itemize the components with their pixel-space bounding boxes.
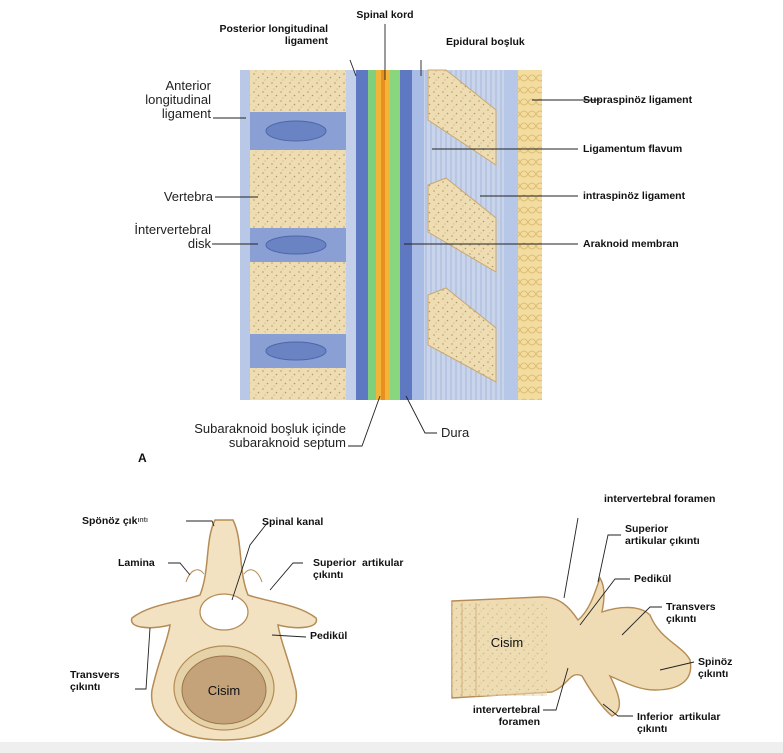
sagittal-section <box>240 70 542 400</box>
label-sponoz-cikinti: Spönöz çıkıntı <box>82 515 212 527</box>
label-ligamentum-flavum: Ligamentum flavum <box>583 143 733 155</box>
supraspinous-ligament-band <box>504 70 518 400</box>
vertebral-body <box>250 150 346 228</box>
panel-letter-a: A <box>138 452 158 464</box>
label-superior-artikular-cikinti-c: Superior artikular çıkıntı <box>625 523 755 547</box>
label-superior-artikular-cikinti: Superior artikular çıkıntı <box>313 557 433 581</box>
label-supraspinoz-ligament: Supraspinöz ligament <box>583 94 733 106</box>
label-spinoz-cikinti: Spinöz çıkıntı <box>698 656 768 680</box>
label-transvers-cikinti-c: Transvers çıkıntı <box>666 601 746 625</box>
label-epidural-bosluk: Epidural boşluk <box>446 36 566 48</box>
arachnoid-band <box>368 70 376 400</box>
label-spinal-kord: Spinal kord <box>343 9 427 21</box>
label-intraspinoz-ligament: intraspinöz ligament <box>583 190 733 202</box>
vertebral-body <box>250 70 346 112</box>
fat-layer <box>518 70 542 400</box>
bottom-strip <box>0 742 783 753</box>
label-vertebra: Vertebra <box>140 190 213 204</box>
label-intervertebral-foramen-bottom: intervertebral foramen <box>440 704 540 728</box>
dura-band <box>356 70 368 400</box>
label-transvers-cikinti: Transvers çıkıntı <box>70 669 140 693</box>
anterior-ligament-band <box>240 70 250 400</box>
posterior-ligament-band <box>346 70 356 400</box>
label-cisim-c: Cisim <box>482 636 532 650</box>
label-araknoid-membran: Araknoid membran <box>583 238 733 250</box>
label-lamina: Lamina <box>118 557 178 569</box>
label-subaraknoid-septum: Subaraknoid boşluk içinde subaraknoid se… <box>160 422 346 450</box>
label-inferior-artikular-cikinti: Inferior artikular çıkıntı <box>637 711 767 735</box>
vertebra-superior-view <box>132 520 317 740</box>
vertebral-body <box>250 262 346 334</box>
label-intervertebral-foramen-top: intervertebral foramen <box>604 493 774 505</box>
label-spinal-kanal: Spinal kanal <box>262 516 372 528</box>
spinal-canal-opening <box>200 594 248 630</box>
vertebral-body <box>250 368 346 400</box>
label-pedikul-c: Pedikül <box>634 573 704 585</box>
label-pedikul: Pedikül <box>310 630 380 642</box>
label-posterior-longitudinal-ligament: Posterior longitudinal ligament <box>170 23 328 47</box>
label-anterior-longitudinal-ligament: Anterior longitudinal ligament <box>120 79 211 121</box>
label-cisim-b: Cisim <box>196 684 252 698</box>
label-dura: Dura <box>441 426 501 440</box>
label-intervertebral-disk: İntervertebral disk <box>110 223 211 251</box>
